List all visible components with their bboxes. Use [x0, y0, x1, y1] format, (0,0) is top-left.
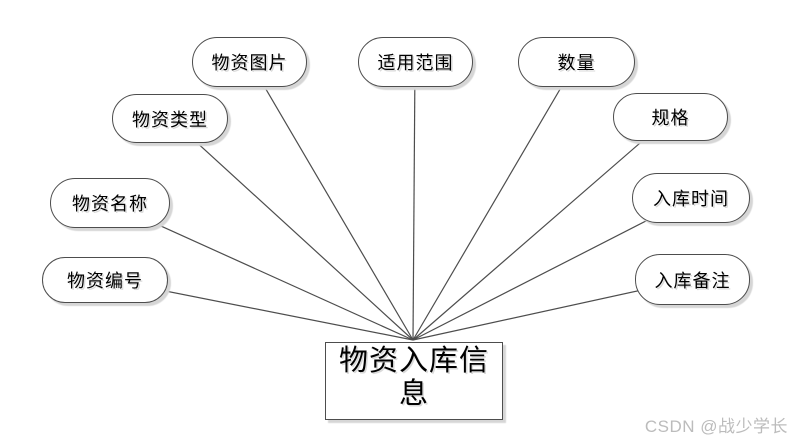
attribute-node-material-type: 物资类型	[112, 94, 228, 143]
attribute-node-material-name: 物资名称	[50, 178, 170, 228]
connector-line-applicable-scope	[412, 61, 416, 341]
attribute-node-material-number: 物资编号	[42, 257, 168, 303]
connector-line-quantity	[412, 61, 577, 341]
connector-line-storage-time	[412, 197, 692, 341]
connector-line-material-name	[109, 202, 414, 341]
attribute-node-quantity: 数量	[518, 37, 635, 87]
entity-box-material-storage-info: 物资入库信息	[325, 342, 503, 420]
connector-line-specification	[412, 116, 671, 341]
attribute-node-storage-time: 入库时间	[632, 173, 750, 223]
attribute-node-material-image: 物资图片	[192, 37, 307, 87]
attribute-node-specification: 规格	[613, 93, 728, 141]
attribute-node-applicable-scope: 适用范围	[358, 37, 473, 87]
attribute-node-storage-remark: 入库备注	[635, 254, 750, 305]
connector-line-material-image	[249, 61, 414, 341]
connector-line-material-type	[169, 117, 414, 341]
csdn-watermark: CSDN @战少学长	[644, 417, 788, 436]
